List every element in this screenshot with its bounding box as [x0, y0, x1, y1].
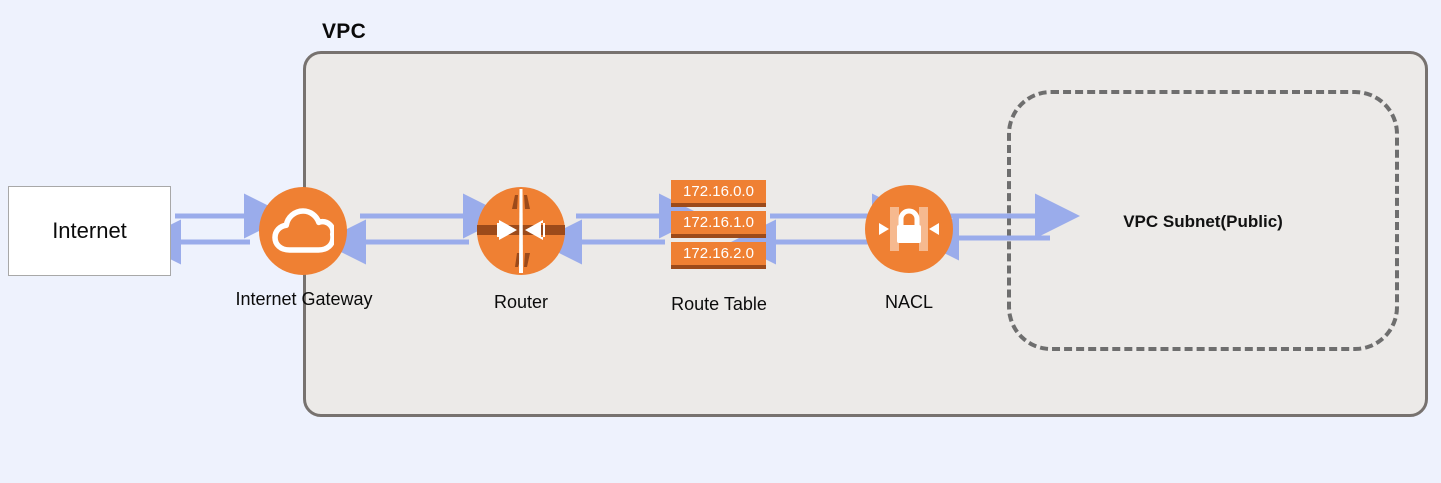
route-cidr: 172.16.2.0: [683, 245, 754, 262]
route-cidr: 172.16.0.0: [683, 183, 754, 200]
internet-box: Internet: [8, 186, 171, 276]
vpc-title: VPC: [322, 20, 367, 43]
node-nacl[interactable]: [865, 185, 953, 273]
router-icon: [477, 187, 565, 275]
route-table: 172.16.0.0 172.16.1.0 172.16.2.0: [671, 180, 766, 273]
internet-label: Internet: [52, 218, 127, 243]
node-label-internet-gateway: Internet Gateway: [235, 289, 373, 309]
route-table-row: 172.16.1.0: [671, 211, 766, 238]
node-label-router: Router: [493, 292, 549, 312]
cloud-icon: [272, 208, 334, 254]
route-table-row: 172.16.0.0: [671, 180, 766, 207]
vpc-subnet-container: [1007, 90, 1399, 351]
vpc-subnet-label: VPC Subnet(Public): [1123, 212, 1283, 231]
node-label-route-table: Route Table: [671, 294, 767, 314]
route-cidr: 172.16.1.0: [683, 214, 754, 231]
route-table-row: 172.16.2.0: [671, 242, 766, 269]
node-router[interactable]: [477, 187, 565, 275]
node-internet-gateway[interactable]: [259, 187, 347, 275]
lock-icon: [865, 185, 953, 273]
node-label-nacl: NACL: [884, 292, 933, 312]
